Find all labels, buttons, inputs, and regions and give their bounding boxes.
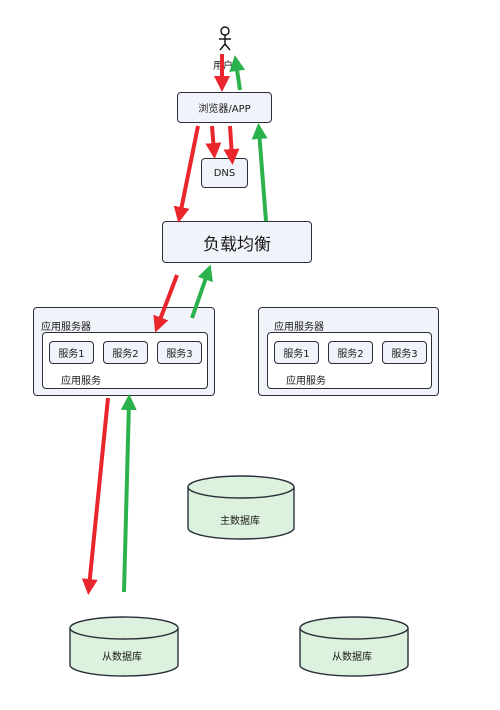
arrow-browser-to-lb <box>173 125 200 223</box>
app-server-title: 应用服务器 <box>41 322 91 333</box>
master-db-label: 主数据库 <box>220 516 260 527</box>
app-server-title: 应用服务器 <box>274 322 324 333</box>
browser-app-box: 浏览器/APP <box>177 92 272 123</box>
app-server-1: 应用服务器 服务1 服务2 服务3 应用服务 <box>33 307 215 396</box>
load-balancer-box: 负载均衡 <box>162 221 312 263</box>
app-service-footer: 应用服务 <box>286 376 326 387</box>
service-1: 服务1 <box>49 341 94 364</box>
arrow-app-to-slave-db <box>81 397 110 595</box>
user-icon <box>219 26 231 51</box>
service-1: 服务1 <box>274 341 319 364</box>
app-service-footer: 应用服务 <box>61 376 101 387</box>
slave-db-cylinder-2 <box>299 616 409 677</box>
slave-db-label-1: 从数据库 <box>102 652 142 663</box>
arrow-browser-to-user <box>229 55 246 91</box>
master-db-cylinder <box>187 475 295 540</box>
slave-db-cylinder-1 <box>69 616 179 677</box>
arrow-dns-to-browser <box>223 125 240 165</box>
slave-db-label-2: 从数据库 <box>332 652 372 663</box>
dns-label: DNS <box>213 167 236 179</box>
arrow-slave-db-to-app <box>120 394 137 593</box>
arrow-lb-to-browser <box>251 123 268 222</box>
arrow-lb-to-app <box>153 274 179 333</box>
service-3: 服务3 <box>157 341 202 364</box>
load-balancer-label: 负载均衡 <box>203 234 271 255</box>
app-service-group: 服务1 服务2 服务3 应用服务 <box>267 332 432 389</box>
arrow-app-to-lb <box>190 264 213 319</box>
browser-app-label: 浏览器/APP <box>198 104 251 115</box>
app-server-2: 应用服务器 服务1 服务2 服务3 应用服务 <box>258 307 439 396</box>
service-2: 服务2 <box>103 341 148 364</box>
arrow-browser-to-dns <box>205 125 222 159</box>
service-2: 服务2 <box>328 341 373 364</box>
service-3: 服务3 <box>382 341 427 364</box>
app-service-group: 服务1 服务2 服务3 应用服务 <box>42 332 208 389</box>
